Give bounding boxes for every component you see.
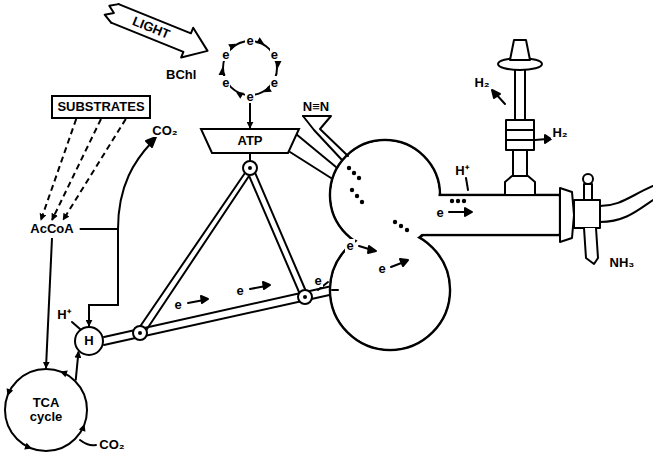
electron-label: e bbox=[221, 76, 230, 89]
electron-bar bbox=[104, 286, 334, 345]
cycle-arrowhead bbox=[60, 371, 68, 378]
formula-label: CO₂ bbox=[98, 438, 125, 451]
cycle-arrowhead bbox=[236, 92, 244, 99]
electron-label: e bbox=[435, 206, 444, 219]
cycle-circle: TCA cycle bbox=[4, 368, 88, 452]
node-text: ATP bbox=[237, 134, 262, 148]
cycle-arrowhead bbox=[24, 443, 32, 450]
trapezoid-shape bbox=[201, 129, 299, 153]
co2-branch bbox=[80, 440, 96, 445]
pulley-hanger bbox=[249, 154, 251, 161]
pulley-hub bbox=[138, 166, 307, 335]
node-text: BChl bbox=[166, 68, 196, 82]
electron-label: e bbox=[345, 239, 354, 252]
node-text: AcCoA bbox=[30, 222, 73, 236]
node-text: H bbox=[84, 334, 93, 348]
light-arrow-label: LIGHT bbox=[111, 4, 191, 52]
gas-arrow bbox=[492, 90, 551, 143]
formula-label: N≡N bbox=[302, 100, 330, 113]
formula-label: H⁺ bbox=[454, 164, 469, 177]
funnel bbox=[303, 116, 348, 160]
enzyme-interior bbox=[332, 142, 559, 349]
substrates-box: SUBSTRATES bbox=[51, 95, 150, 119]
atp-trapezoid: ATP bbox=[200, 128, 300, 154]
co2-branch bbox=[118, 142, 152, 229]
formula-label: H⁺ bbox=[56, 308, 71, 321]
metabolite-label: AcCoA bbox=[24, 220, 79, 238]
atp-tab bbox=[290, 134, 336, 178]
node-text: TCA cycle bbox=[23, 396, 69, 423]
formula-label: CO₂ bbox=[151, 124, 178, 137]
enzyme-body bbox=[330, 140, 560, 350]
valve bbox=[498, 40, 542, 195]
electron-label: e bbox=[245, 90, 254, 103]
hydrogen-carrier-circle: H bbox=[74, 326, 104, 356]
proton-arrow bbox=[72, 322, 80, 329]
electron-label: e bbox=[377, 262, 386, 275]
faucet bbox=[560, 174, 653, 264]
electron-label: e bbox=[235, 284, 244, 297]
electron-label: e bbox=[270, 48, 279, 61]
light-arrow bbox=[101, 0, 214, 66]
formula-label: H₂ bbox=[473, 76, 490, 89]
cycle-arrowhead bbox=[79, 424, 86, 432]
proton-arrow bbox=[466, 178, 468, 190]
cycle-arrowhead bbox=[7, 388, 14, 396]
electron-label: e bbox=[270, 76, 279, 89]
connector-arrow bbox=[80, 229, 118, 326]
electron-dots bbox=[347, 166, 466, 232]
electron-label: e bbox=[245, 34, 254, 47]
connector-arrow bbox=[76, 352, 79, 381]
connector-arrow bbox=[52, 119, 101, 220]
electron-arrow bbox=[332, 208, 472, 290]
node-text: SUBSTRATES bbox=[57, 100, 144, 114]
formula-label: H₂ bbox=[551, 126, 568, 139]
electron-label: e bbox=[313, 274, 322, 287]
formula-label: NH₃ bbox=[609, 256, 636, 269]
electron-label: e bbox=[173, 298, 182, 311]
node-text: LIGHT bbox=[130, 14, 171, 41]
pulley bbox=[133, 161, 312, 340]
arrow-head bbox=[146, 137, 156, 147]
connector-arrow bbox=[63, 119, 126, 220]
electron-label: e bbox=[221, 48, 230, 61]
connector-arrow bbox=[46, 238, 52, 368]
cycle-arrowhead bbox=[275, 61, 282, 68]
